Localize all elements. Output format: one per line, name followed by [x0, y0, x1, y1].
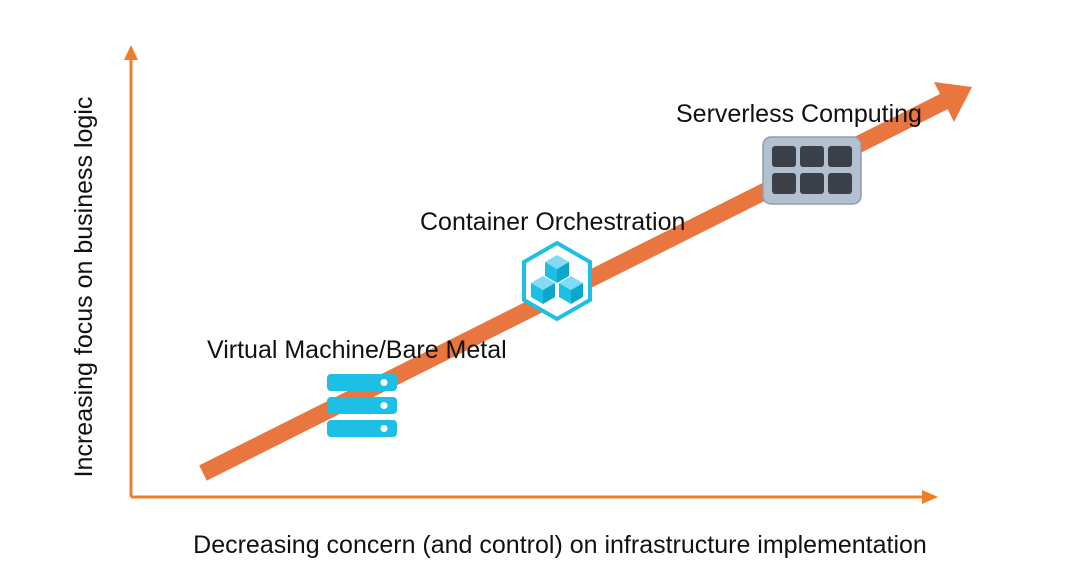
x-axis-label: Decreasing concern (and control) on infr…	[193, 531, 927, 559]
function-grid-icon	[762, 136, 862, 205]
container-cubes-icon	[522, 240, 592, 322]
trend-arrow-head	[934, 82, 972, 122]
y-axis-label: Increasing focus on business logic	[70, 97, 98, 478]
stage-label-container-orchestration: Container Orchestration	[420, 208, 685, 236]
stage-label-virtual-machine: Virtual Machine/Bare Metal	[207, 336, 507, 364]
stage-label-serverless-computing: Serverless Computing	[676, 100, 922, 128]
x-axis-arrowhead	[922, 490, 938, 504]
axes	[124, 45, 938, 504]
y-axis-arrowhead	[124, 45, 138, 60]
server-stack-icon	[327, 374, 397, 437]
